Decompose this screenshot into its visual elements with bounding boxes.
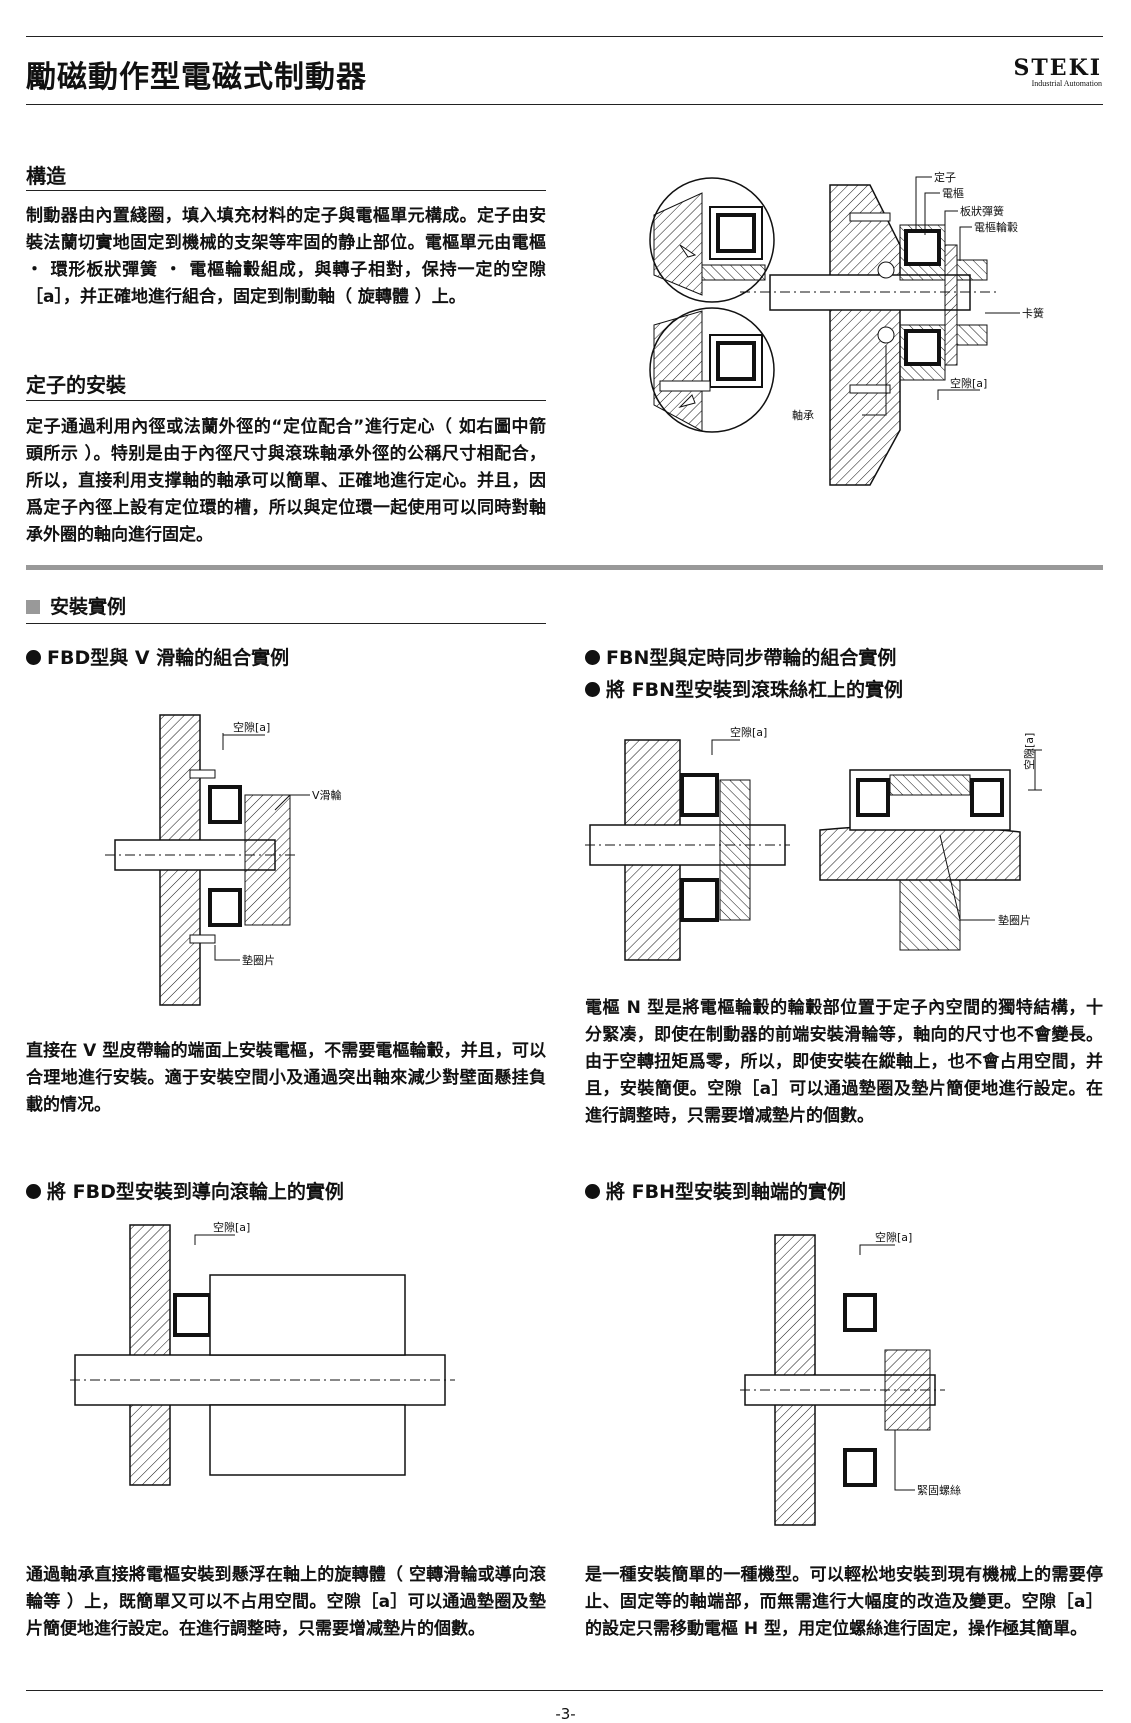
page-number: -3- — [555, 1705, 576, 1723]
ex4-body: 是一種安裝簡單的一種機型。可以輕松地安裝到現有機械上的需要停止、固定等的軸端部，… — [585, 1565, 1103, 1639]
stator-rule — [26, 400, 546, 401]
structure-heading: 構造 — [26, 164, 66, 188]
bullet-icon — [26, 1184, 41, 1199]
ex1-diagram: 空隙[a] V滑輪 墊圈片 — [105, 714, 342, 1006]
ex2-heading2-text: 將 FBN型安裝到滾珠絲杠上的實例 — [606, 679, 903, 701]
ex1-body: 直接在 V 型皮帶輪的端面上安裝電樞，不需要電樞輪轂，并且，可以合理地進行安裝。… — [26, 1041, 546, 1115]
ex2-label-gap-left: 空隙[a] — [730, 725, 767, 739]
ex2-diagram: 空隙[a] 空隙[a] 墊圈片 — [585, 725, 1042, 961]
ex3-heading-text: 將 FBD型安裝到導向滾輪上的實例 — [47, 1181, 344, 1203]
label-stator: 定子 — [934, 170, 956, 184]
ex4-heading: 將 FBH型安裝到軸端的實例 — [585, 1177, 846, 1204]
label-leaf-spring: 板狀彈簧 — [960, 204, 1004, 218]
label-armature-hub: 電樞輪轂 — [974, 220, 1018, 234]
main-section — [740, 184, 1000, 486]
bullet-icon — [26, 650, 41, 665]
ex1-label-v-pulley: V滑輪 — [312, 788, 342, 802]
ex2-body: 電樞 N 型是將電樞輪轂的輪轂部位置于定子內空間的獨特結構，十分緊凑，即使在制動… — [585, 998, 1103, 1126]
label-circlip: 卡簧 — [1022, 306, 1044, 320]
ex4-label-gap: 空隙[a] — [875, 1230, 912, 1244]
ex1-label-washer: 墊圈片 — [242, 953, 275, 967]
install-rule — [26, 623, 546, 624]
stator-heading: 定子的安裝 — [26, 373, 126, 397]
label-gap: 空隙[a] — [950, 376, 987, 390]
ex3-body: 通過軸承直接將電樞安裝到懸浮在軸上的旋轉體（ 空轉滑輪或導向滾輪等 ）上，既簡單… — [26, 1565, 546, 1639]
ex3-label-gap: 空隙[a] — [213, 1220, 250, 1234]
ex2-label-gap-right: 空隙[a] — [1022, 733, 1036, 770]
footer-rule — [26, 1690, 1103, 1691]
detail-circle-lower — [649, 307, 775, 433]
ex3-diagram: 空隙[a] — [70, 1220, 455, 1486]
bullet-icon — [585, 1184, 600, 1199]
ex3-heading: 將 FBD型安裝到導向滾輪上的實例 — [26, 1177, 344, 1204]
label-armature: 電樞 — [942, 187, 964, 200]
stator-body: 定子通過利用內徑或法蘭外徑的“定位配合”進行定心（ 如右圖中箭頭所示 ）。特别是… — [26, 417, 546, 545]
ex1-heading: FBD型與 V 滑輪的組合實例 — [26, 643, 289, 670]
ex1-heading-text: FBD型與 V 滑輪的組合實例 — [47, 647, 290, 669]
ex2-heading1-text: FBN型與定時同步帶輪的組合實例 — [606, 647, 897, 669]
install-heading-text: 安裝實例 — [50, 596, 127, 618]
structure-diagram: 定子 電樞 板狀彈簧 電樞輪轂 卡簧 空隙[a] 軸承 — [649, 170, 1044, 486]
logo-text: STEKI — [1013, 55, 1102, 81]
steki-logo: STEKI Industrial Automation — [1010, 55, 1102, 95]
header-rule — [26, 104, 1103, 105]
ex4-diagram: 空隙[a] 緊固螺絲 — [740, 1230, 961, 1526]
detail-circle-upper — [649, 177, 775, 303]
leader-lines — [862, 176, 1020, 416]
label-bearing: 軸承 — [792, 408, 814, 422]
bullet-icon — [585, 682, 600, 697]
logo-subtitle: Industrial Automation — [1031, 79, 1102, 88]
ex2-label-washer: 墊圈片 — [998, 913, 1031, 927]
page-title: 勵磁動作型電磁式制動器 — [26, 60, 367, 95]
bullet-icon — [585, 650, 600, 665]
structure-body: 制動器由內置綫圈，填入填充材料的定子與電樞單元構成。定子由安裝法蘭切實地固定到機… — [26, 206, 546, 307]
ex4-label-set-screw: 緊固螺絲 — [917, 1483, 961, 1497]
top-rule — [26, 36, 1103, 37]
square-bullet-icon — [26, 600, 40, 614]
section-bar — [26, 565, 1103, 570]
structure-rule — [26, 190, 546, 191]
ex4-heading-text: 將 FBH型安裝到軸端的實例 — [606, 1181, 846, 1203]
ex2-heading-1: FBN型與定時同步帶輪的組合實例 — [585, 643, 896, 670]
install-heading: 安裝實例 — [26, 592, 126, 619]
ex1-label-gap: 空隙[a] — [233, 720, 270, 734]
ex2-heading-2: 將 FBN型安裝到滾珠絲杠上的實例 — [585, 675, 903, 702]
